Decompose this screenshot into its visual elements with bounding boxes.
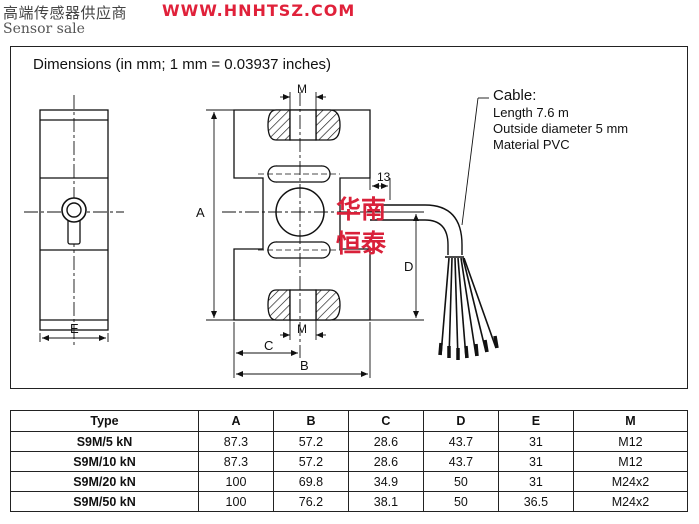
dimension-label-e: E bbox=[70, 321, 79, 336]
cable bbox=[370, 97, 499, 361]
side-view bbox=[24, 95, 124, 345]
cell-b: 57.2 bbox=[272, 451, 349, 472]
cable-info: Cable: Length 7.6 m Outside diameter 5 m… bbox=[493, 87, 628, 153]
column-header-type: Type bbox=[10, 410, 199, 432]
dimension-label-m-bottom: M bbox=[297, 322, 307, 336]
cell-a: 100 bbox=[197, 491, 274, 512]
dimensions-title: Dimensions (in mm; 1 mm = 0.03937 inches… bbox=[33, 56, 332, 73]
dimension-label-a: A bbox=[196, 205, 205, 220]
cell-c: 28.6 bbox=[347, 431, 424, 452]
cell-c: 34.9 bbox=[347, 471, 424, 492]
cell-d: 43.7 bbox=[422, 431, 499, 452]
cell-c: 38.1 bbox=[347, 491, 424, 512]
cell-e: 31 bbox=[497, 431, 574, 452]
column-header-b: B bbox=[272, 410, 349, 432]
dimension-label-m-top: M bbox=[297, 82, 307, 96]
cell-b: 69.8 bbox=[272, 471, 349, 492]
dimension-label-b: B bbox=[300, 358, 309, 373]
table-row: S9M/20 kN 100 69.8 34.9 50 31 M24x2 bbox=[10, 471, 689, 492]
page-header: 高端传感器供应商 WWW.HNHTSZ.COM Sensor sale bbox=[0, 0, 699, 40]
header-chinese-text: 高端传感器供应商 bbox=[3, 4, 128, 22]
cell-m: M24x2 bbox=[572, 491, 689, 512]
cell-d: 50 bbox=[422, 471, 499, 492]
dimensions-table: Type A B C D E M S9M/5 kN 87.3 57.2 28.6… bbox=[10, 410, 689, 512]
cell-b: 57.2 bbox=[272, 431, 349, 452]
cable-title: Cable: bbox=[493, 87, 537, 104]
dimension-label-13: 13 bbox=[377, 170, 391, 184]
cable-material: Material PVC bbox=[493, 137, 570, 152]
header-subtitle: Sensor sale bbox=[3, 21, 85, 37]
column-header-m: M bbox=[572, 410, 689, 432]
cell-a: 100 bbox=[197, 471, 274, 492]
cable-diameter: Outside diameter 5 mm bbox=[493, 121, 629, 136]
header-website-link[interactable]: WWW.HNHTSZ.COM bbox=[162, 1, 356, 20]
cell-e: 31 bbox=[497, 471, 574, 492]
cell-type: S9M/20 kN bbox=[10, 471, 199, 492]
cell-d: 43.7 bbox=[422, 451, 499, 472]
dimension-label-c: C bbox=[264, 338, 273, 353]
column-header-e: E bbox=[497, 410, 574, 432]
load-cell-drawing: E bbox=[24, 82, 499, 378]
cable-length: Length 7.6 m bbox=[493, 105, 569, 120]
front-view bbox=[206, 92, 424, 378]
table-row: S9M/50 kN 100 76.2 38.1 50 36.5 M24x2 bbox=[10, 491, 689, 512]
table-header-row: Type A B C D E M bbox=[10, 410, 689, 432]
drawing-frame bbox=[10, 46, 688, 389]
cell-a: 87.3 bbox=[197, 451, 274, 472]
column-header-a: A bbox=[197, 410, 274, 432]
cell-type: S9M/5 kN bbox=[10, 431, 199, 452]
column-header-c: C bbox=[347, 410, 424, 432]
dimension-label-d: D bbox=[404, 259, 413, 274]
table-row: S9M/5 kN 87.3 57.2 28.6 43.7 31 M12 bbox=[10, 431, 689, 452]
cell-c: 28.6 bbox=[347, 451, 424, 472]
watermark-line2: 恒泰 bbox=[336, 229, 387, 258]
watermark-line1: 华南 bbox=[336, 195, 386, 224]
cell-e: 31 bbox=[497, 451, 574, 472]
cell-m: M24x2 bbox=[572, 471, 689, 492]
cell-type: S9M/10 kN bbox=[10, 451, 199, 472]
column-header-d: D bbox=[422, 410, 499, 432]
cell-e: 36.5 bbox=[497, 491, 574, 512]
cell-a: 87.3 bbox=[197, 431, 274, 452]
cell-b: 76.2 bbox=[272, 491, 349, 512]
cell-type: S9M/50 kN bbox=[10, 491, 199, 512]
table-row: S9M/10 kN 87.3 57.2 28.6 43.7 31 M12 bbox=[10, 451, 689, 472]
cell-m: M12 bbox=[572, 451, 689, 472]
watermark-stamp: 华南 恒泰 bbox=[336, 195, 387, 258]
cell-d: 50 bbox=[422, 491, 499, 512]
cell-m: M12 bbox=[572, 431, 689, 452]
